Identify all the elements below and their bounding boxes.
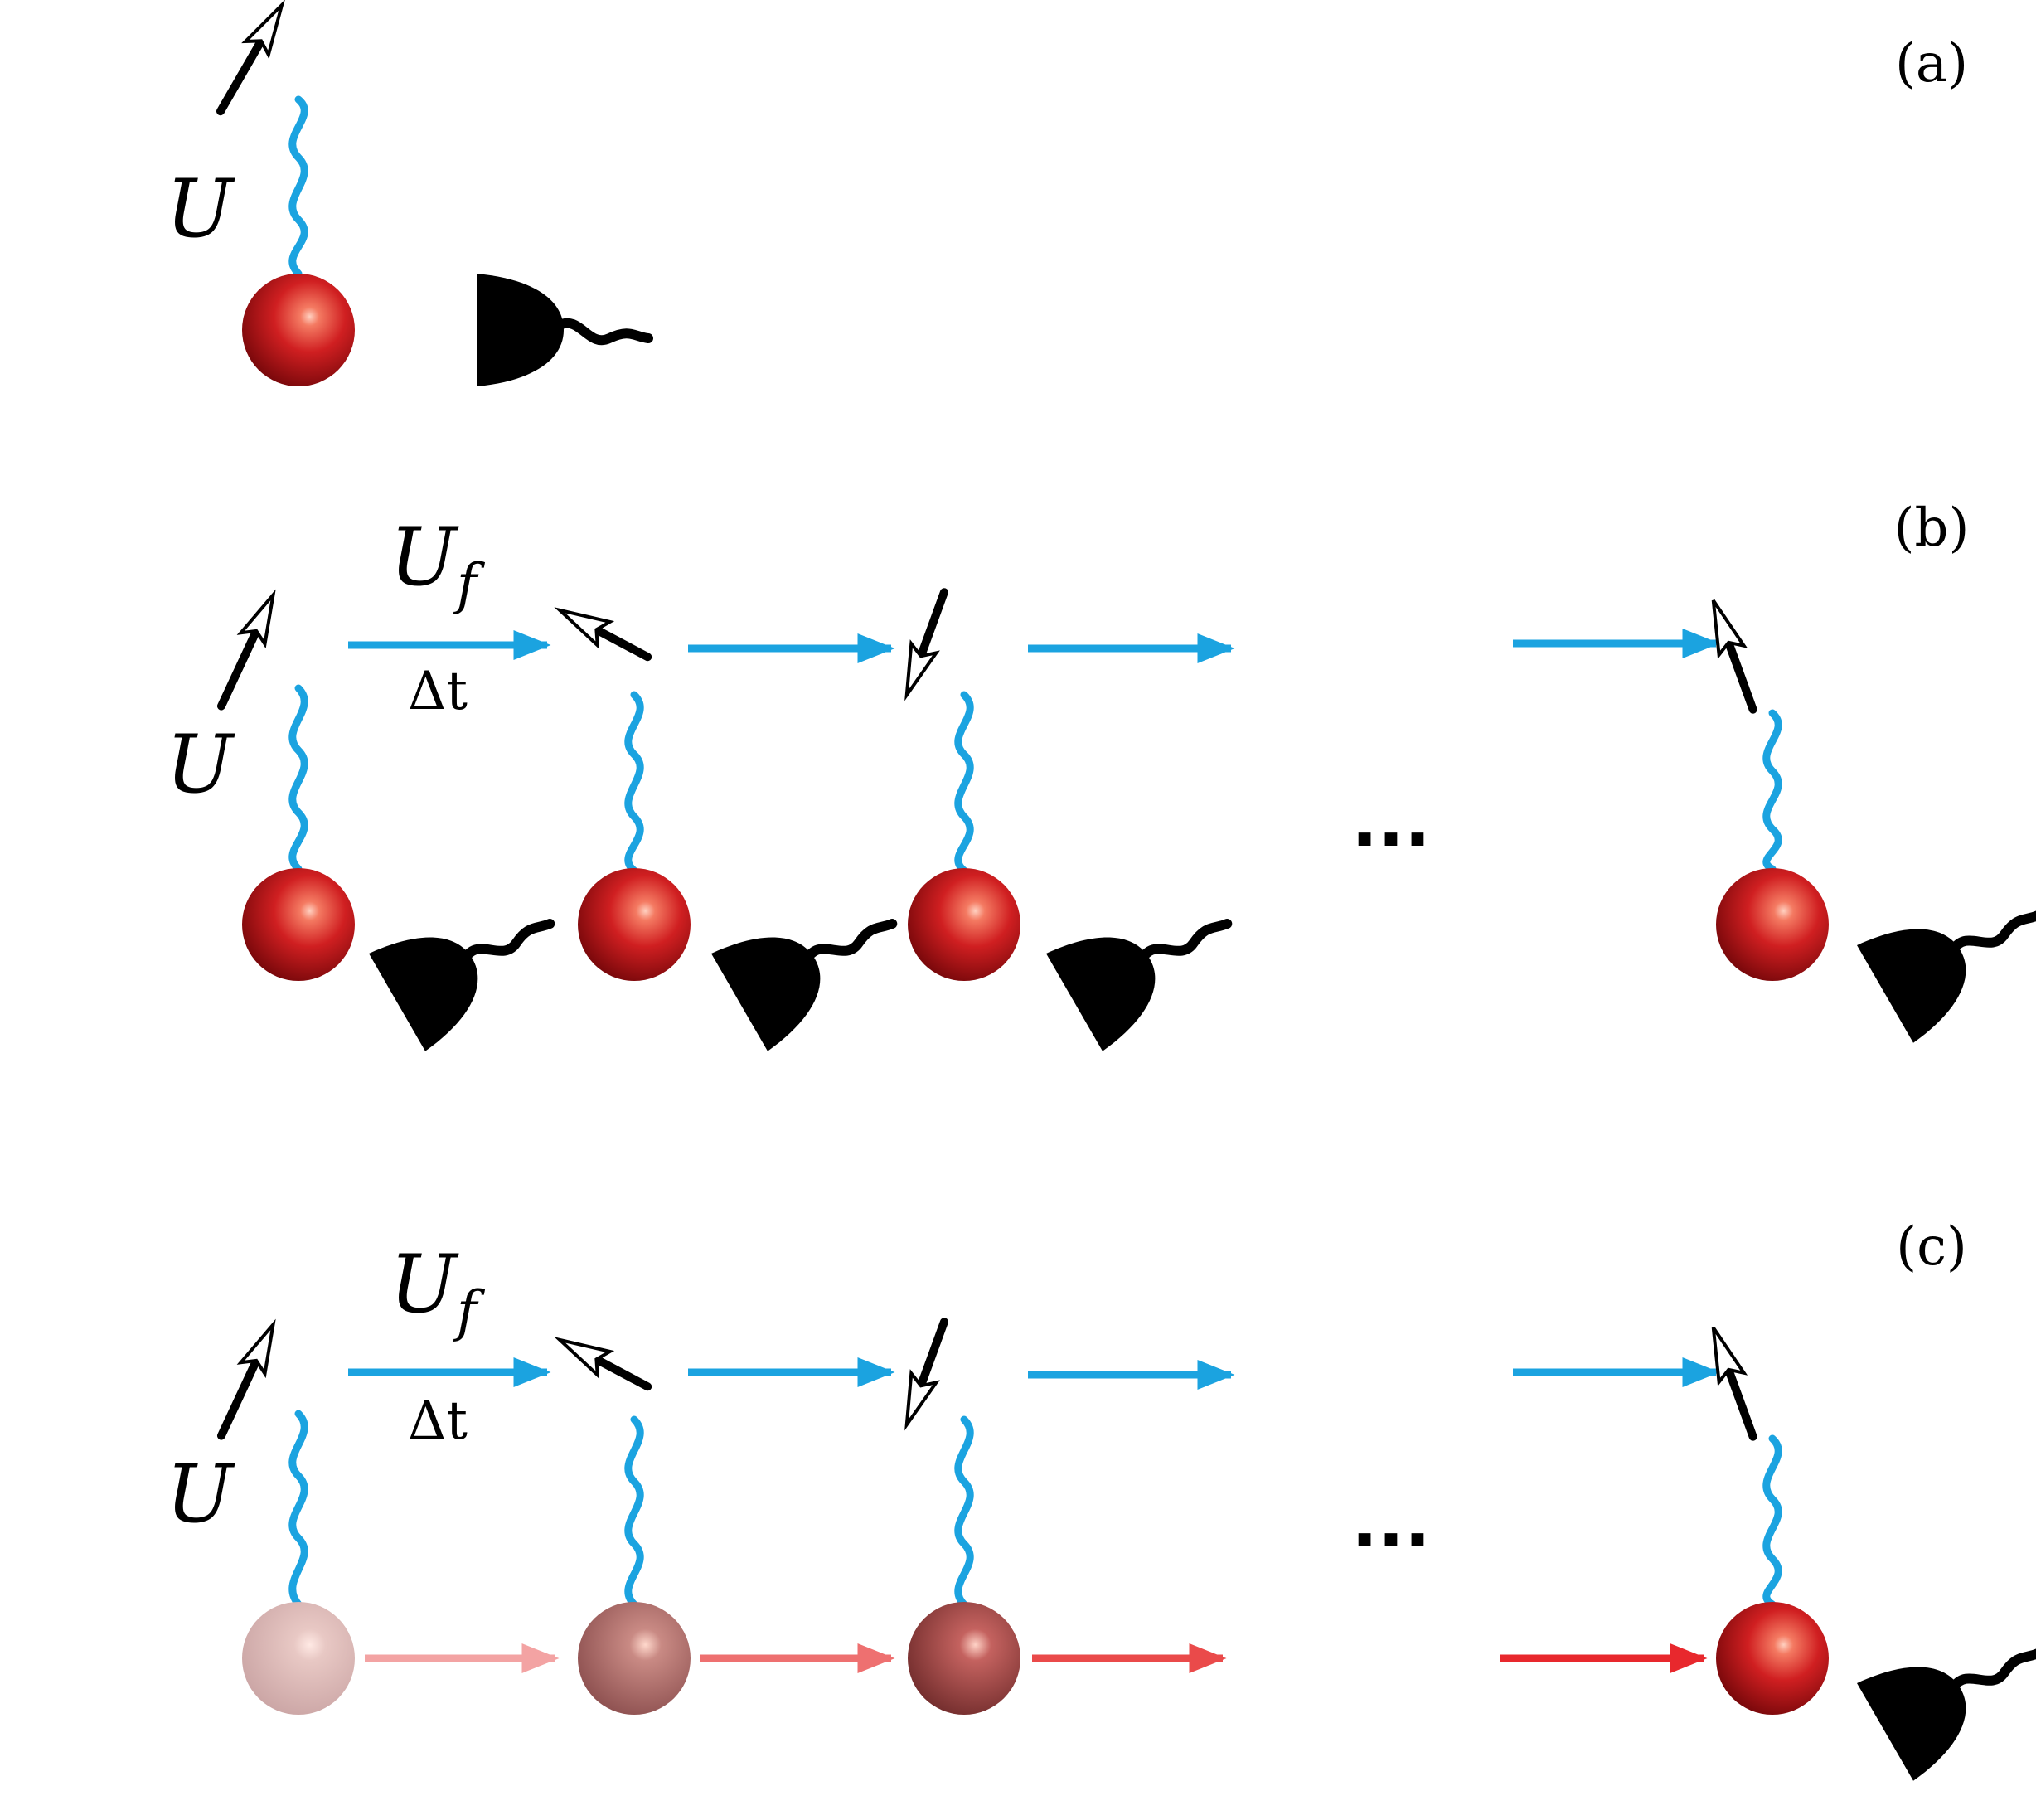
coupling-wave [1762,709,1782,873]
coupling-wave [288,95,308,278]
probe-arrow-icon [904,1318,948,1431]
panel-a: U [166,0,653,386]
ellipsis: ... [1351,1482,1431,1563]
coupling-wave [288,1410,308,1609]
qubit-sphere [242,1602,355,1715]
uf-label: Uf [390,1238,486,1343]
qubit-sphere [578,1602,691,1715]
qubit-sphere [242,274,355,386]
dt-label: Δt [408,1390,468,1452]
coupling-wave [288,684,308,873]
unitary-label: U [166,1448,235,1541]
panel-label-c: (c) [1896,1216,1967,1278]
panel-label-a: (a) [1895,33,1968,95]
coupling-wave [624,691,644,875]
ellipsis: ... [1351,781,1431,862]
panel-label-b: (b) [1894,497,1970,559]
probe-arrow-icon [216,1318,276,1440]
probe-arrow-icon [554,607,652,662]
coupling-wave [954,691,974,875]
probe-arrow-icon [1711,599,1757,714]
detector-icon [477,274,653,386]
detector-icon [1857,1648,2036,1781]
dt-label: Δt [408,661,468,722]
qubit-sphere [1716,868,1829,981]
detector-icon [711,919,898,1051]
probe-arrow-icon [554,1337,652,1391]
probe-arrow-icon [1711,1326,1757,1441]
uf-label: Uf [390,511,486,616]
probe-arrow-icon [904,588,948,701]
qubit-sphere [242,868,355,981]
qubit-sphere [578,868,691,981]
panel-c: U Uf Δt ... [166,1238,2036,1781]
coupling-wave [1762,1434,1782,1609]
detector-icon [1857,910,2036,1043]
detector-icon [369,919,555,1051]
unitary-label: U [166,163,235,255]
qubit-sphere [1716,1602,1829,1715]
detector-icon [1046,919,1233,1051]
qubit-sphere [908,868,1020,981]
probe-arrow-icon [216,0,285,116]
panel-b: U Uf Δt ... [166,511,2036,1051]
unitary-label: U [166,718,235,811]
coupling-wave [954,1415,974,1609]
coupling-wave [624,1415,644,1609]
probe-arrow-icon [216,589,276,711]
qubit-sphere [908,1602,1020,1715]
